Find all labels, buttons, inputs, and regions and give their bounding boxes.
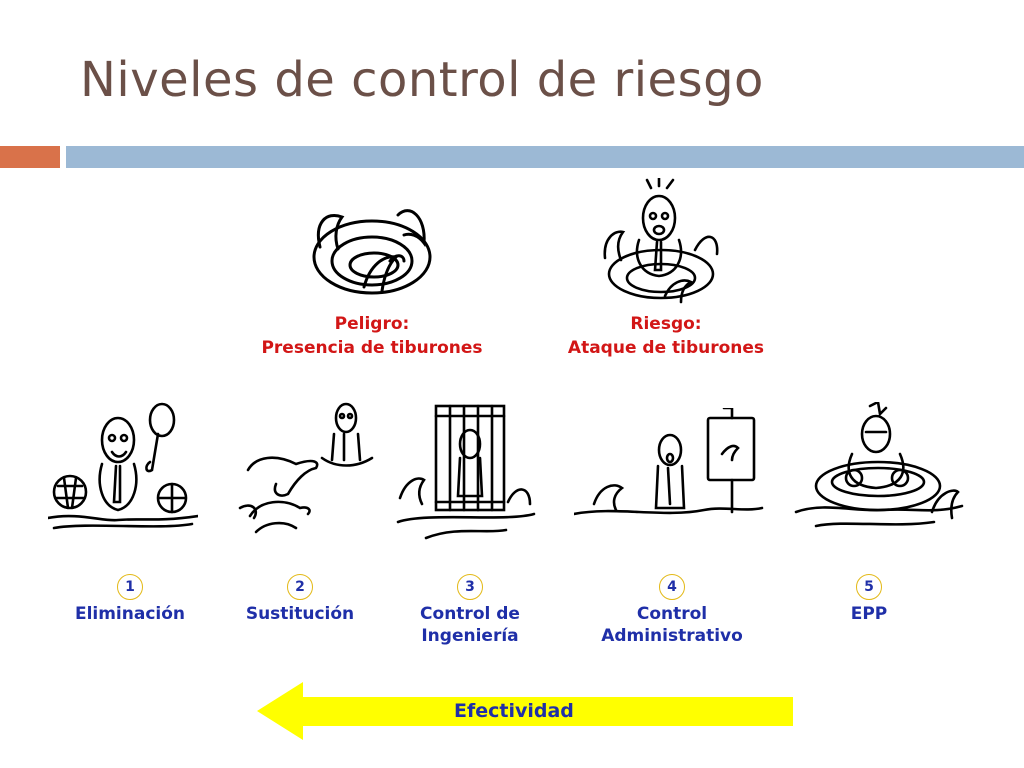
level-3-number-badge: 3 bbox=[457, 574, 483, 600]
level-1-number-badge: 1 bbox=[117, 574, 143, 600]
risk-label: Riesgo: Ataque de tiburones bbox=[536, 312, 796, 360]
effectiveness-arrow: Efectividad bbox=[257, 682, 793, 740]
level-2-label: Sustitución bbox=[245, 604, 355, 624]
warning-sign-icon bbox=[574, 408, 764, 526]
hazard-label: Peligro: Presencia de tiburones bbox=[242, 312, 502, 360]
level-1: 1 Eliminación bbox=[30, 574, 230, 625]
level-3-label-line1: Control de bbox=[420, 604, 520, 624]
slide-title: Niveles de control de riesgo bbox=[80, 52, 764, 108]
effectiveness-label: Efectividad bbox=[454, 700, 574, 722]
armored-man-in-boat-icon bbox=[794, 402, 964, 537]
shark-cage-icon bbox=[396, 402, 536, 542]
accent-bar-orange bbox=[0, 146, 60, 168]
level-2: 2 Sustitución bbox=[200, 574, 400, 625]
man-surrounded-by-sharks-icon bbox=[595, 178, 725, 308]
level-2-number-badge: 2 bbox=[287, 574, 313, 600]
accent-bar-blue bbox=[66, 146, 1024, 168]
man-with-balls-icon bbox=[48, 402, 198, 537]
level-3-label-line2: Ingeniería bbox=[421, 626, 519, 646]
level-3: 3 Control de Ingeniería bbox=[370, 574, 570, 647]
level-4-label-line2: Administrativo bbox=[601, 626, 743, 646]
risk-label-line2: Ataque de tiburones bbox=[567, 338, 765, 358]
level-1-label: Eliminación bbox=[74, 604, 186, 624]
hazard-label-line1: Peligro: bbox=[334, 314, 410, 334]
dolphins-swimmer-icon bbox=[236, 398, 376, 548]
left-arrow-icon bbox=[257, 682, 793, 740]
shark-fins-circle-icon bbox=[300, 195, 440, 305]
level-4-label-line1: Control bbox=[636, 604, 708, 624]
level-5-number-badge: 5 bbox=[856, 574, 882, 600]
level-5-label: EPP bbox=[850, 604, 888, 624]
level-4-number-badge: 4 bbox=[659, 574, 685, 600]
hazard-label-line2: Presencia de tiburones bbox=[261, 338, 483, 358]
level-5: 5 EPP bbox=[769, 574, 969, 625]
level-4: 4 Control Administrativo bbox=[572, 574, 772, 647]
risk-label-line1: Riesgo: bbox=[630, 314, 702, 334]
